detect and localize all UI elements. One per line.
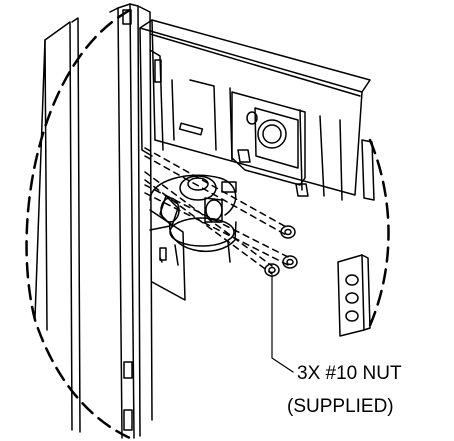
mounting-bracket	[139, 19, 371, 201]
lower-panel	[149, 209, 186, 301]
nut-2	[282, 255, 298, 269]
callout-leader-line	[271, 275, 294, 373]
callout-label-supplied: (SUPPLIED)	[287, 396, 394, 417]
detail-boundary-left	[25, 8, 132, 440]
right-post	[337, 139, 375, 337]
callout-label-quantity: 3X #10 NUT	[297, 363, 402, 384]
nut-1	[280, 225, 296, 239]
mounting-plate	[231, 91, 306, 186]
regulator-assembly	[149, 174, 237, 266]
bracket-bolts	[221, 149, 309, 197]
detail-boundary-right	[366, 138, 390, 332]
vertical-frame	[34, 3, 153, 439]
